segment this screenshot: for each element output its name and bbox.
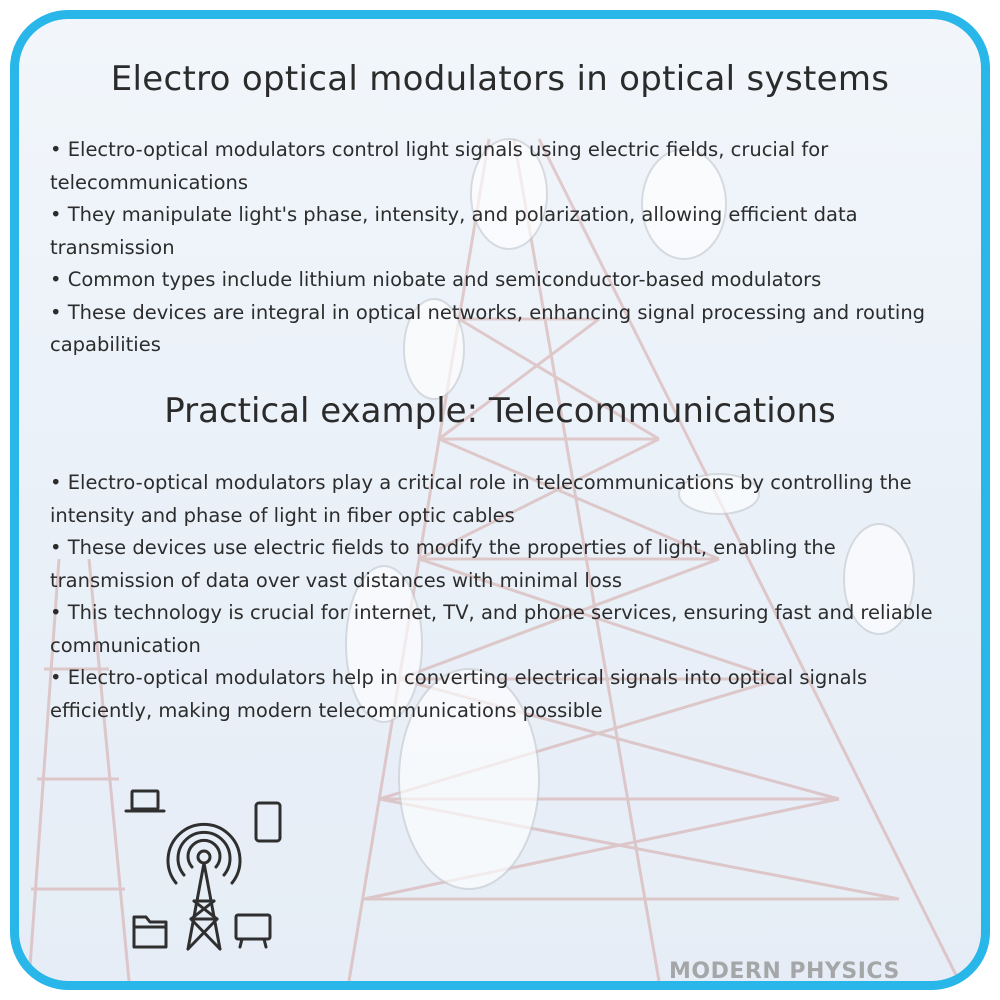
list-item: • They manipulate light's phase, intensi… <box>50 203 858 259</box>
list-item: • Common types include lithium niobate a… <box>50 268 822 291</box>
brand-watermark: MODERN PHYSICS <box>669 959 900 984</box>
list-item: • Electro-optical modulators control lig… <box>50 138 829 194</box>
page-title: Electro optical modulators in optical sy… <box>110 59 890 99</box>
intro-bullet-list: • Electro-optical modulators control lig… <box>50 134 955 362</box>
example-bullet-list: • Electro-optical modulators play a crit… <box>50 467 955 727</box>
list-item: • This technology is crucial for interne… <box>50 601 933 657</box>
list-item: • These devices are integral in optical … <box>50 300 926 357</box>
section-title: Practical example: Telecommunications <box>164 391 836 431</box>
list-item: • These devices use electric fields to m… <box>50 536 836 592</box>
telecom-tower-icon <box>124 789 282 951</box>
list-item: • Electro-optical modulators help in con… <box>50 666 868 722</box>
list-item: • Electro-optical modulators play a crit… <box>50 471 912 527</box>
tower-background <box>27 138 961 981</box>
content-card: Electro optical modulators in optical sy… <box>10 10 990 990</box>
